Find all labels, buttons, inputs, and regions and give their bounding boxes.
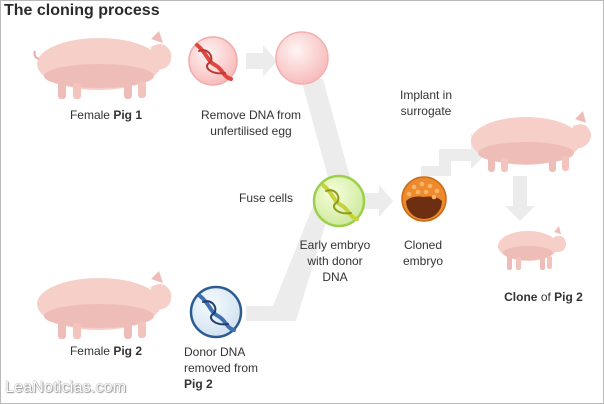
arrow-remove-dna bbox=[246, 45, 277, 77]
piglet-icon bbox=[498, 226, 566, 270]
egg-with-red-dna-icon bbox=[188, 36, 238, 86]
label-cloned-embryo: Cloned embryo bbox=[402, 238, 443, 268]
label-fuse-cells: Fuse cells bbox=[238, 191, 294, 205]
pig-icon bbox=[33, 31, 172, 99]
arrow-fuse-to-embryo bbox=[363, 185, 393, 217]
label-clone-of-pig-2: Clone of Pig 2 bbox=[504, 290, 583, 304]
cloned-embryo-icon bbox=[401, 176, 447, 222]
label-implant: Implant in surrogate bbox=[399, 88, 453, 118]
empty-egg-icon bbox=[275, 31, 329, 85]
fused-cell-icon bbox=[312, 174, 366, 228]
pig-icon bbox=[37, 271, 172, 339]
label-female-pig-2: Female Pig 2 bbox=[69, 344, 143, 358]
arrow-egg-to-fuse bbox=[301, 79, 351, 181]
arrow-donor-to-fuse bbox=[246, 206, 331, 321]
label-remove-dna: Remove DNA from unfertilised egg bbox=[200, 108, 302, 138]
surrogate-pig-icon bbox=[471, 111, 591, 172]
donor-dna-cell-icon bbox=[189, 285, 243, 339]
diagram-title: The cloning process bbox=[4, 2, 160, 19]
label-female-pig-1: Female Pig 1 bbox=[69, 108, 143, 122]
arrow-surrogate-to-piglet bbox=[505, 176, 535, 221]
label-early-embryo: Early embryo with donor DNA bbox=[299, 238, 371, 284]
watermark: LeaNoticias.com bbox=[5, 379, 127, 396]
label-donor-dna: Donor DNA removed from Pig 2 bbox=[184, 345, 259, 391]
